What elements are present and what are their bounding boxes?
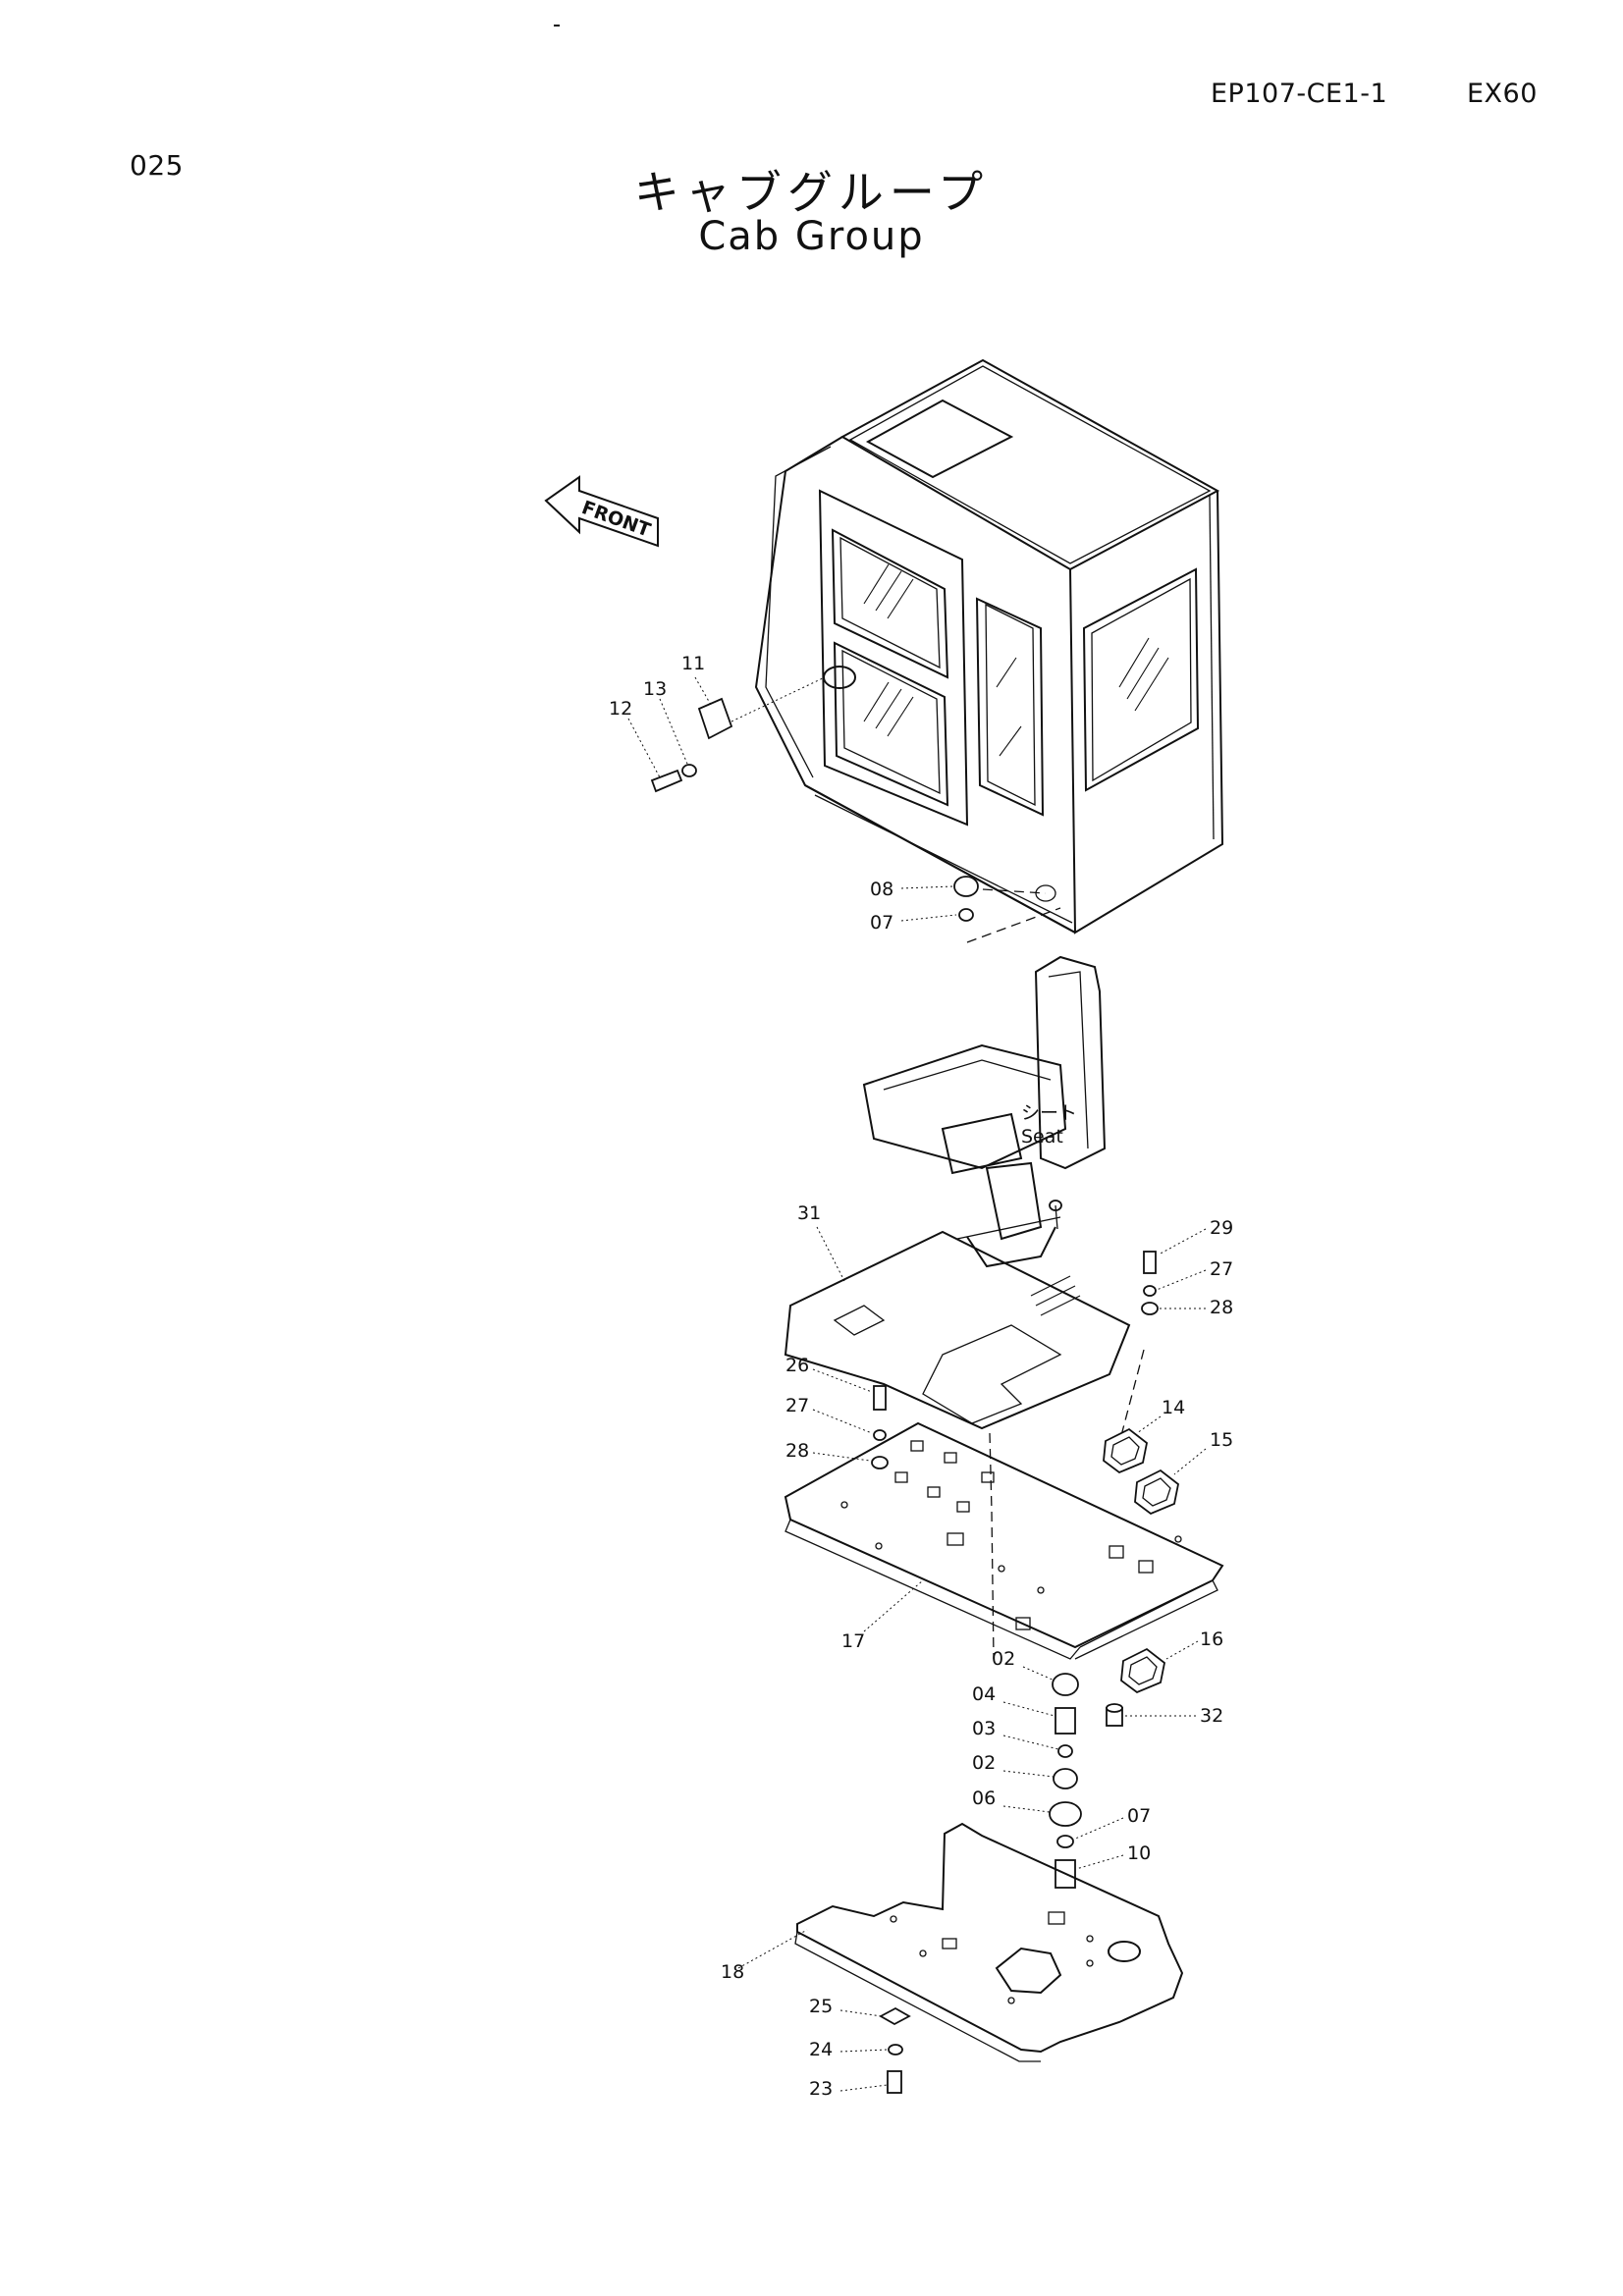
page-title-japanese: キャブグループ [633, 166, 990, 219]
grommet-lower: 16 [1120, 1629, 1223, 1694]
cab-mount-parts: 08 07 [870, 876, 979, 934]
callout-28-upper: 28 [1210, 1297, 1233, 1318]
grommets-upper: 14 15 [1103, 1397, 1233, 1516]
callout-29: 29 [1210, 1217, 1233, 1239]
callout-06: 06 [972, 1788, 996, 1809]
callout-04: 04 [972, 1683, 996, 1705]
page-number: 025 [130, 149, 184, 182]
callout-25: 25 [809, 1996, 833, 2017]
cab-assembly [754, 358, 1224, 943]
callout-17: 17 [841, 1630, 865, 1652]
callout-27-upper: 27 [1210, 1258, 1233, 1280]
machine-model: EX60 [1467, 79, 1538, 109]
document-code: EP107-CE1-1 [1211, 79, 1388, 109]
base-plate: 18 [721, 1822, 1184, 2062]
callout-31: 31 [797, 1202, 821, 1224]
callout-02-upper: 02 [992, 1648, 1015, 1670]
callout-07-lower: 07 [1127, 1805, 1151, 1827]
front-direction-arrow: FRONT [544, 475, 659, 548]
stopper-32: 32 [1106, 1703, 1223, 1727]
seat-label-japanese: シート [1021, 1102, 1077, 1124]
callout-02-lower: 02 [972, 1752, 996, 1774]
callout-16: 16 [1200, 1629, 1223, 1650]
seat-label-english: Seat [1021, 1126, 1063, 1148]
callout-08: 08 [870, 879, 893, 900]
callout-24: 24 [809, 2039, 833, 2060]
rubber-mount-stack: 02 04 03 02 06 07 10 [972, 1648, 1151, 1889]
callout-23: 23 [809, 2078, 833, 2100]
callout-32: 32 [1200, 1705, 1223, 1727]
floor-plate: 17 [784, 1421, 1224, 1660]
callout-14: 14 [1162, 1397, 1185, 1418]
floor-mat: 31 [784, 1202, 1145, 1513]
callout-27-lower: 27 [785, 1395, 809, 1416]
floor-bolts-left: 26 27 28 [785, 1355, 889, 1469]
callout-11: 11 [681, 653, 705, 674]
callout-15: 15 [1210, 1429, 1233, 1451]
callout-03: 03 [972, 1718, 996, 1739]
door-latch-parts: 11 13 12 [609, 653, 826, 793]
page-title-english: Cab Group [698, 214, 925, 259]
mat-bolts-right: 29 27 28 [1141, 1217, 1233, 1318]
base-bolts: 25 24 23 [809, 1996, 911, 2100]
callout-12: 12 [609, 698, 632, 720]
callout-10: 10 [1127, 1842, 1151, 1864]
callout-07-upper: 07 [870, 912, 893, 934]
callout-28-lower: 28 [785, 1440, 809, 1462]
callout-26: 26 [785, 1355, 809, 1376]
callout-18: 18 [721, 1961, 744, 1983]
callout-13: 13 [643, 678, 667, 700]
seat-assembly: シート Seat [862, 955, 1107, 1268]
